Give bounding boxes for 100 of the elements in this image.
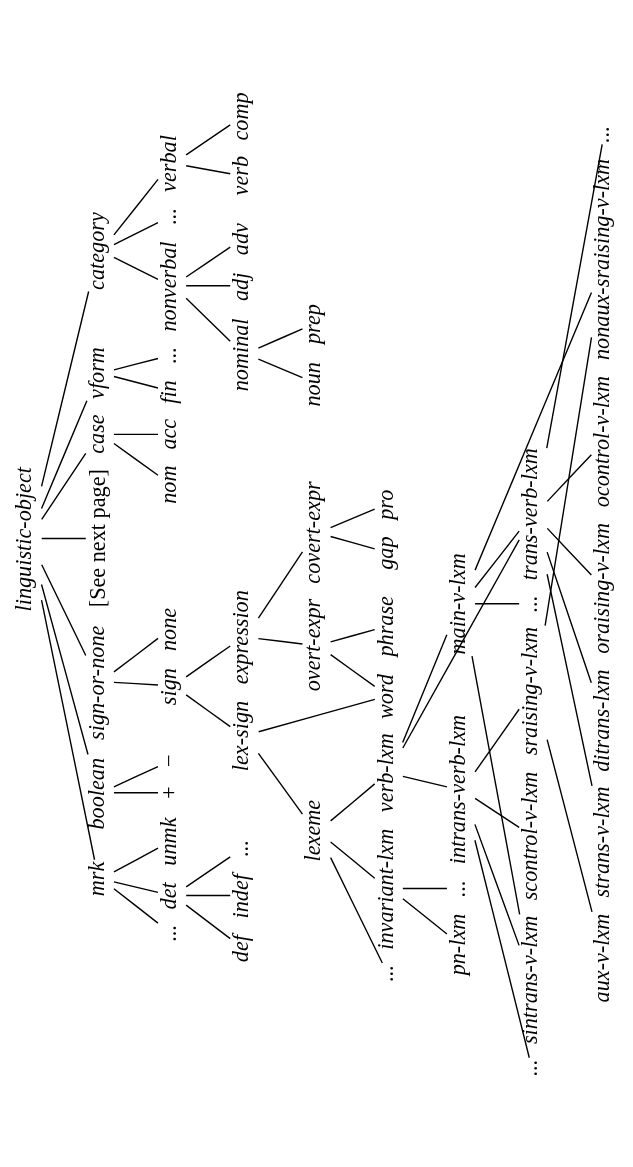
node-text: ... xyxy=(155,207,181,225)
connector xyxy=(113,765,159,788)
node-text: sign-or-none xyxy=(83,625,109,740)
connector xyxy=(546,453,593,502)
connector xyxy=(185,284,231,286)
node-text: case xyxy=(83,413,109,454)
connector xyxy=(40,583,89,755)
connector xyxy=(113,178,159,236)
node-text: ocontrol-v-lxm xyxy=(589,375,615,507)
node-text: invariant-lxm xyxy=(372,828,398,950)
node-text: sintrans-v-lxm xyxy=(517,915,543,1044)
connector xyxy=(402,775,448,788)
node-text: [See next page] xyxy=(85,468,111,607)
node-text: none xyxy=(155,607,181,651)
connector xyxy=(474,291,593,571)
connector xyxy=(113,791,159,793)
connector xyxy=(329,782,376,822)
connector xyxy=(40,598,96,860)
node-text: adj xyxy=(228,272,254,301)
node-text: word xyxy=(372,673,398,719)
connector xyxy=(113,846,159,873)
connector xyxy=(329,535,376,550)
node-text: vform xyxy=(83,346,109,399)
connector xyxy=(40,399,88,509)
node-text: comp xyxy=(228,91,254,141)
connector xyxy=(257,550,304,619)
connector xyxy=(546,527,593,576)
node-text: indef xyxy=(228,873,254,918)
node-text: prep xyxy=(300,303,326,344)
node-text: def xyxy=(228,934,254,962)
connector xyxy=(185,123,231,155)
connector xyxy=(257,327,304,349)
connector xyxy=(257,698,376,732)
connector xyxy=(113,256,159,280)
node-text: expression xyxy=(228,589,254,684)
connector xyxy=(546,573,593,787)
connector xyxy=(544,336,593,626)
node-text: aux-v-lxm xyxy=(589,913,615,1002)
node-text: adv xyxy=(228,222,254,255)
connector xyxy=(474,602,520,604)
node-text: verb-lxm xyxy=(372,732,398,812)
connector xyxy=(402,633,448,743)
connector xyxy=(113,221,159,245)
node-text: intrans-verb-lxm xyxy=(444,714,470,864)
node-text: nonverbal xyxy=(155,240,181,332)
connector xyxy=(185,644,231,678)
connector xyxy=(257,357,304,378)
node-text: overt-expr xyxy=(300,598,326,691)
connector xyxy=(402,887,448,889)
connector xyxy=(113,880,159,893)
node-text: boolean xyxy=(83,757,109,830)
node-text: phrase xyxy=(372,595,398,657)
connector xyxy=(471,654,521,915)
node-text: mrk xyxy=(83,861,109,896)
node-text: ... xyxy=(228,839,254,857)
node-text: det xyxy=(155,881,181,909)
connector xyxy=(546,738,593,913)
connector xyxy=(329,507,376,528)
connector xyxy=(185,693,231,727)
node-text: nonaux-sraising-v-lxm xyxy=(589,158,615,360)
node-text: noun xyxy=(300,361,326,407)
node-text: − xyxy=(155,752,181,768)
connector xyxy=(257,752,304,815)
node-text: verbal xyxy=(155,134,181,192)
connector xyxy=(113,681,159,686)
connector xyxy=(41,452,87,520)
node-text: lex-sign xyxy=(228,700,254,771)
node-text: ... xyxy=(155,346,181,363)
connector xyxy=(41,563,87,656)
node-text: pn-lxm xyxy=(444,913,470,975)
connector xyxy=(329,628,376,643)
connector xyxy=(546,550,592,684)
node-text: ... xyxy=(372,964,398,982)
node-text: lexeme xyxy=(300,799,326,861)
node-text: verb xyxy=(228,155,254,195)
connector xyxy=(185,903,231,939)
node-text: pro xyxy=(372,489,398,520)
node-text: scontrol-v-lxm xyxy=(517,771,543,900)
connector xyxy=(113,442,159,476)
node-text: ... xyxy=(517,1058,543,1076)
connector xyxy=(41,537,87,539)
node-text: strans-v-lxm xyxy=(589,785,615,898)
node-text: ... xyxy=(517,594,543,612)
connector xyxy=(474,708,520,773)
connector xyxy=(185,245,231,278)
connector xyxy=(113,637,159,673)
node-text: acc xyxy=(155,418,181,450)
node-text: nominal xyxy=(228,317,254,391)
node-text: category xyxy=(83,211,109,290)
node-text: nom xyxy=(155,465,181,504)
connector xyxy=(329,840,376,879)
connector xyxy=(329,653,376,687)
node-text: covert-expr xyxy=(300,480,326,584)
node-text: sraising-v-lxm xyxy=(517,626,543,755)
connector xyxy=(185,855,231,887)
connector xyxy=(474,529,520,588)
connector xyxy=(474,797,520,828)
node-text: sign xyxy=(155,667,181,705)
node-text: trans-verb-lxm xyxy=(517,447,543,580)
node-text: main-v-lxm xyxy=(444,552,470,654)
